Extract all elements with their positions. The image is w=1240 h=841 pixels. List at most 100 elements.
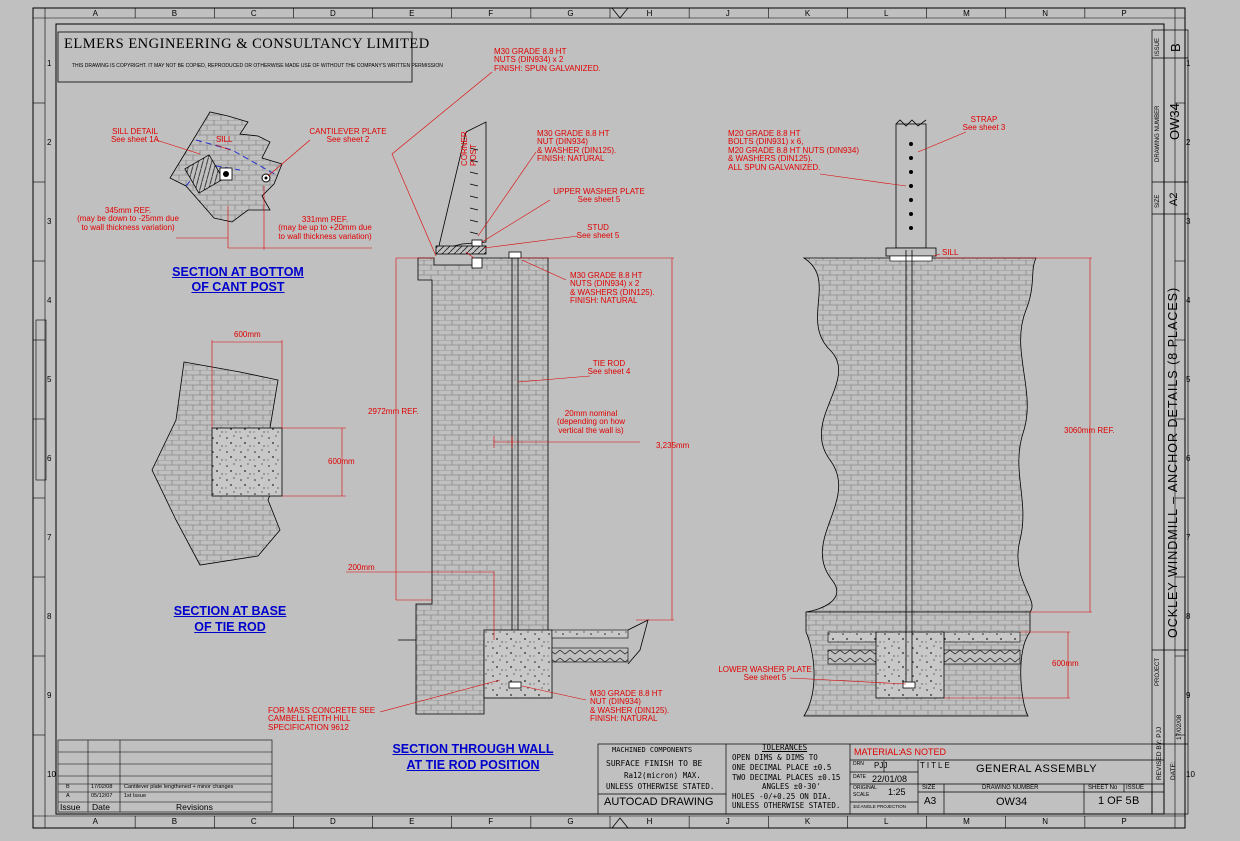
grid-row-label: 1 [47, 58, 52, 68]
scale-label-2: SCALE [853, 792, 870, 798]
wall-section-drawing [346, 71, 674, 715]
grid-row-label: 6 [47, 453, 52, 463]
machined-components-title: MACHINED COMPONENTS [612, 746, 693, 754]
material-value: AS NOTED [900, 747, 947, 757]
grid-row-label: 4 [1186, 295, 1191, 305]
revision-row-issue: A [66, 793, 70, 799]
sill-right-label: SILL [942, 248, 959, 257]
side-panel [1151, 29, 1189, 815]
dim-600-right-label: 600mm [1052, 659, 1079, 668]
grid-row-label: 10 [47, 769, 56, 779]
grid-column-label: C [250, 9, 257, 18]
grid-row-label: 6 [1186, 453, 1191, 463]
grid-column-label: H [646, 9, 653, 18]
cant-post-section-drawing [155, 111, 372, 250]
grid-column-label: K [804, 9, 811, 18]
bolt-hole [909, 142, 913, 146]
grid-column-label: F [488, 817, 494, 826]
tie-rod-base-section-drawing [151, 340, 346, 566]
revisions-block [57, 739, 273, 813]
surface-finish-2: Ra12(micron) MAX. [624, 771, 701, 780]
bolt-hole [909, 170, 913, 174]
grid-column-label: D [330, 817, 336, 826]
issue-value: B [1132, 795, 1140, 807]
dim-3235-label: 3,235mm [656, 441, 690, 450]
side-size-label: SIZE [1155, 194, 1161, 208]
grid-row-label: 2 [1186, 137, 1191, 147]
revision-row-text: 1st Issue [124, 793, 147, 799]
copyright-notice: THIS DRAWING IS COPYRIGHT. IT MAY NOT BE… [72, 63, 443, 69]
autocad-label: AUTOCAD DRAWING [604, 796, 714, 808]
grid-column-label: A [92, 9, 98, 18]
grid-row-label: 7 [47, 532, 52, 542]
grid-row-label: 9 [1186, 690, 1191, 700]
section-title-cant-post-2: OF CANT POST [191, 280, 285, 294]
grid-column-label: L [884, 817, 889, 826]
drawing-number-value: OW34 [996, 796, 1028, 808]
grid-column-label: L [884, 9, 889, 18]
grid-column-label: D [330, 9, 336, 18]
grid-column-label: K [804, 817, 811, 826]
revisions-header-revisions: Revisions [176, 802, 213, 812]
revision-row-issue: B [66, 784, 70, 790]
grid-column-label: J [725, 9, 730, 18]
section-title-wall-2: AT TIE ROD POSITION [406, 758, 540, 772]
section-title-tie-rod-base-2: OF TIE ROD [194, 620, 266, 634]
drawing-number-label: DRAWING NUMBER [982, 785, 1039, 791]
revisions-header-issue: Issue [60, 802, 81, 812]
grid-column-label: B [171, 9, 178, 18]
title-value: GENERAL ASSEMBLY [976, 763, 1098, 775]
sheet-label: SHEET No [1088, 785, 1118, 791]
dim-2972-label: 2972mm REF. [368, 407, 419, 416]
side-drawing-number-value: OW34 [1167, 103, 1182, 140]
grid-column-label: H [646, 817, 653, 826]
size-label: SIZE [922, 785, 936, 791]
bolt-hole [909, 212, 913, 216]
side-size-value: A2 [1168, 192, 1180, 206]
side-project-value: OCKLEY WINDMILL – ANCHOR DETAILS (8 PLAC… [1166, 286, 1180, 638]
grid-row-label: 9 [47, 690, 52, 700]
grid-row-label: 8 [1186, 611, 1191, 621]
date-label: DATE [853, 774, 866, 780]
bolt-hole [909, 184, 913, 188]
tolerance-line-3: TWO DECIMAL PLACES ±0.15 [732, 773, 841, 782]
projection-label: 3rd ANGLE PROJECTION [853, 804, 907, 809]
grid-column-label: M [963, 817, 970, 826]
tolerance-line-6: UNLESS OTHERWISE STATED. [732, 801, 841, 810]
revision-row-date: 05/12/07 [91, 793, 113, 799]
size-value: A3 [924, 796, 937, 807]
grid-column-label: B [171, 817, 178, 826]
tolerances-title: TOLERANCES [762, 743, 808, 752]
grid-column-label: J [725, 817, 730, 826]
grid-row-label: 1 [1186, 58, 1191, 68]
dim-3060-label: 3060mm REF. [1064, 426, 1115, 435]
tolerance-line-4: ANGLES ±0-30' [762, 782, 821, 791]
grid-row-label: 4 [47, 295, 52, 305]
bolt-hole [909, 198, 913, 202]
sill-label: SILL [216, 135, 233, 144]
grid-row-label: 5 [1186, 374, 1191, 384]
tolerance-line-1: OPEN DIMS & DIMS TO [732, 753, 818, 762]
tolerance-line-5: HOLES -0/+0.25 ON DIA. [732, 792, 832, 801]
grid-column-label: E [409, 9, 415, 18]
side-revised-label: REVISED BY: PJJ [1156, 726, 1163, 780]
tolerance-line-2: ONE DECIMAL PLACE ±0.5 [732, 763, 832, 772]
grid-column-label: P [1121, 817, 1127, 826]
grid-column-label: G [567, 817, 574, 826]
title-label: TITLE [920, 761, 952, 770]
grid-row-label: 2 [47, 137, 52, 147]
revision-row-text: Cantilever plate lengthened + minor chan… [124, 784, 234, 790]
side-issue-label: ISSUE [1155, 37, 1161, 56]
revisions-header-date: Date [92, 802, 110, 812]
